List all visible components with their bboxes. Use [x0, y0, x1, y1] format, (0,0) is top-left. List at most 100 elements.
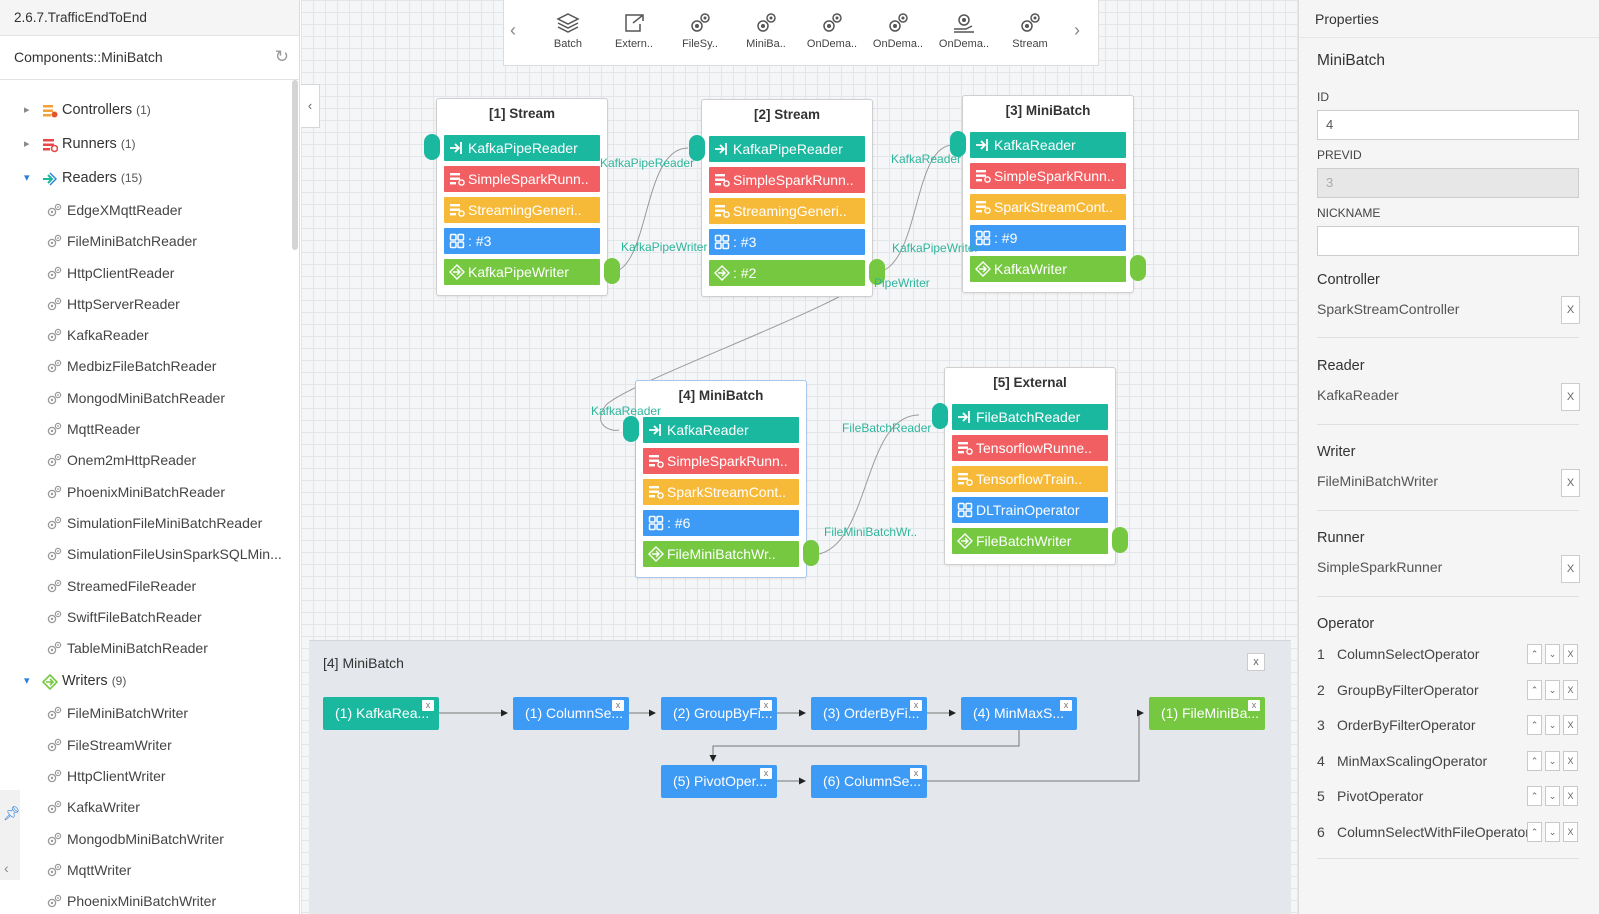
tool-stream[interactable]: Stream [999, 12, 1061, 50]
node-slot-op[interactable]: : #3 [709, 229, 865, 255]
remove-operator-button[interactable]: X [1563, 786, 1578, 806]
tree-leaf[interactable]: MqttReader [0, 414, 289, 445]
node-slot-runner[interactable]: SimpleSparkRunn.. [970, 163, 1126, 189]
tree-leaf[interactable]: StreamedFileReader [0, 571, 289, 602]
pipeline-operator[interactable]: (4) MinMaxS... x [961, 697, 1077, 730]
refresh-icon[interactable]: ↻ [274, 47, 289, 66]
remove-button[interactable]: x [612, 700, 624, 711]
input-port[interactable] [950, 131, 966, 157]
remove-operator-button[interactable]: X [1563, 821, 1578, 842]
node-slot-writer[interactable]: KafkaPipeWriter [444, 259, 600, 285]
tree-leaf[interactable]: EdgeXMqttReader [0, 195, 289, 226]
move-up-button[interactable]: ⌃ [1527, 786, 1542, 806]
move-up-button[interactable]: ⌃ [1527, 821, 1542, 842]
move-down-button[interactable]: ⌄ [1545, 821, 1560, 842]
tree-leaf[interactable]: SimulationFileMiniBatchReader [0, 508, 289, 539]
tree-leaf[interactable]: MedbizFileBatchReader [0, 351, 289, 382]
output-port[interactable] [869, 259, 885, 285]
tool-ondemand-2[interactable]: OnDema.. [867, 12, 929, 50]
output-port[interactable] [604, 258, 620, 284]
input-port[interactable] [623, 416, 639, 442]
input-port[interactable] [424, 134, 440, 160]
output-port[interactable] [803, 540, 819, 566]
chevron-right-icon[interactable]: ▸ [24, 138, 30, 150]
id-field[interactable]: 4 [1317, 110, 1579, 140]
remove-operator-button[interactable]: X [1563, 715, 1578, 735]
tree-leaf[interactable]: PhoenixMiniBatchWriter [0, 886, 289, 914]
tree-leaf[interactable]: FileMiniBatchWriter [0, 698, 289, 729]
remove-button[interactable]: x [910, 700, 922, 711]
node-slot-writer[interactable]: FileMiniBatchWr.. [643, 541, 799, 567]
tree-leaf[interactable]: SimulationFileUsinSparkSQLMin... [0, 539, 289, 570]
remove-button[interactable]: x [760, 768, 772, 779]
tool-filesystem[interactable]: FileSy.. [669, 12, 731, 50]
tool-external[interactable]: Extern.. [603, 12, 665, 50]
remove-writer-button[interactable]: X [1561, 469, 1580, 497]
pipeline-operator[interactable]: (5) PivotOper... x [661, 765, 777, 798]
node-slot-runner[interactable]: TensorflowRunne.. [952, 435, 1108, 461]
input-port[interactable] [689, 135, 705, 161]
toolbar-next-icon[interactable]: › [1074, 20, 1080, 40]
tree-group-readers[interactable]: ▾ Readers (15) [0, 161, 289, 195]
node-slot-op[interactable]: : #6 [643, 510, 799, 536]
node-slot-ctrl[interactable]: SparkStreamCont.. [970, 194, 1126, 220]
node-slot-ctrl[interactable]: SparkStreamCont.. [643, 479, 799, 505]
pin-icon[interactable]: 📌︎ [3, 805, 21, 821]
tree-leaf[interactable]: PhoenixMiniBatchReader [0, 477, 289, 508]
remove-operator-button[interactable]: X [1563, 644, 1578, 664]
tree-leaf[interactable]: SwiftFileBatchReader [0, 602, 289, 633]
tree-group-writers[interactable]: ▾ Writers (9) [0, 664, 289, 698]
output-port[interactable] [1112, 527, 1128, 553]
node-slot-runner[interactable]: SimpleSparkRunn.. [643, 448, 799, 474]
move-down-button[interactable]: ⌄ [1545, 750, 1560, 771]
pipeline-writer[interactable]: (1) FileMiniBa... x [1149, 697, 1265, 730]
collapse-left-button[interactable]: ‹ [301, 84, 320, 128]
remove-button[interactable]: x [422, 700, 434, 711]
move-down-button[interactable]: ⌄ [1545, 644, 1560, 664]
node-slot-runner[interactable]: SimpleSparkRunn.. [444, 166, 600, 192]
pipeline-operator[interactable]: (1) ColumnSe... x [513, 697, 629, 730]
node-slot-writer[interactable]: KafkaWriter [970, 256, 1126, 282]
pipeline-operator[interactable]: (2) GroupByFi... x [661, 697, 777, 730]
tree-group-controllers[interactable]: ▸ Controllers (1) [0, 93, 289, 127]
remove-controller-button[interactable]: X [1561, 296, 1580, 324]
move-down-button[interactable]: ⌄ [1545, 715, 1560, 735]
move-up-button[interactable]: ⌃ [1527, 679, 1542, 700]
remove-operator-button[interactable]: X [1563, 750, 1578, 771]
move-down-button[interactable]: ⌄ [1545, 786, 1560, 806]
output-port[interactable] [1130, 255, 1146, 281]
move-up-button[interactable]: ⌃ [1527, 644, 1542, 664]
tree-leaf[interactable]: KafkaWriter [0, 792, 289, 823]
node-slot-reader[interactable]: KafkaReader [970, 132, 1126, 158]
tree-leaf[interactable]: Onem2mHttpReader [0, 445, 289, 476]
node-slot-writer[interactable]: FileBatchWriter [952, 528, 1108, 554]
tree-leaf[interactable]: FileStreamWriter [0, 730, 289, 761]
tree-leaf[interactable]: TableMiniBatchReader [0, 633, 289, 664]
tree-leaf[interactable]: MongodbMiniBatchWriter [0, 824, 289, 855]
detail-close-button[interactable]: x [1247, 653, 1265, 671]
tree-leaf[interactable]: HttpClientWriter [0, 761, 289, 792]
input-port[interactable] [932, 403, 948, 429]
node-slot-op[interactable]: : #3 [444, 228, 600, 254]
node-slot-runner[interactable]: SimpleSparkRunn.. [709, 167, 865, 193]
tree-leaf[interactable]: HttpClientReader [0, 258, 289, 289]
tool-ondemand-3[interactable]: OnDema.. [933, 12, 995, 50]
remove-runner-button[interactable]: X [1561, 555, 1580, 583]
node-slot-op[interactable]: DLTrainOperator [952, 497, 1108, 523]
node-slot-reader[interactable]: FileBatchReader [952, 404, 1108, 430]
node-slot-op[interactable]: : #9 [970, 225, 1126, 251]
node-slot-writer[interactable]: : #2 [709, 260, 865, 286]
node-slot-reader[interactable]: KafkaPipeReader [444, 135, 600, 161]
tree-leaf[interactable]: HttpServerReader [0, 289, 289, 320]
nickname-field[interactable] [1317, 226, 1579, 256]
tool-minibatch[interactable]: MiniBa.. [735, 12, 797, 50]
tree-leaf[interactable]: MqttWriter [0, 855, 289, 886]
pipeline-reader[interactable]: (1) KafkaRea... x [323, 697, 439, 730]
node-slot-ctrl[interactable]: TensorflowTrain.. [952, 466, 1108, 492]
move-up-button[interactable]: ⌃ [1527, 715, 1542, 735]
pipeline-operator[interactable]: (6) ColumnSe... x [811, 765, 927, 798]
remove-button[interactable]: x [760, 700, 772, 711]
